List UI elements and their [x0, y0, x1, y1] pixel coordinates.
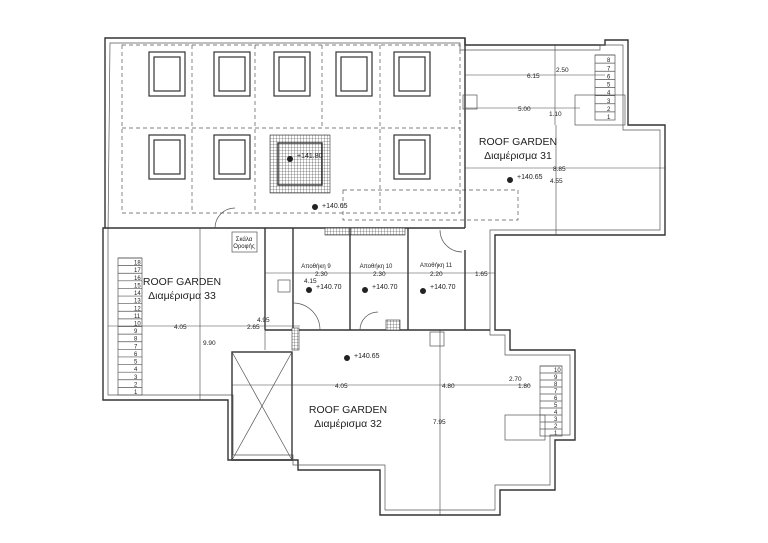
parking-space	[278, 56, 306, 92]
stair-landing	[504, 414, 546, 441]
stair-step-number: 5	[554, 403, 558, 409]
storage-rooms	[214, 94, 490, 351]
parking-space	[218, 56, 246, 92]
stair-step-number: 3	[554, 417, 558, 423]
stair-step-number: 2	[554, 424, 558, 430]
stairs: 1817161514131211109876543211098765432187…	[117, 54, 626, 441]
stair-step-number: 8	[607, 58, 611, 64]
dim: 1.80	[518, 383, 531, 390]
dim: 4.95	[257, 317, 270, 324]
dim: 4.05	[335, 383, 348, 390]
stair-step-number: 6	[134, 352, 138, 358]
stair-core	[269, 134, 331, 194]
stair-step-number: 16	[134, 276, 141, 282]
stair-step-number: 3	[607, 99, 611, 105]
stair-landing	[574, 94, 626, 126]
dim: 4.80	[442, 383, 455, 390]
stair-step-number: 9	[554, 375, 558, 381]
storage-10-label: Αποθήκη 10	[360, 263, 393, 270]
elev-s9: +140.70	[316, 284, 342, 291]
dim: 2.65	[247, 324, 260, 331]
dim: 8.85	[553, 166, 566, 173]
room-32-title: ROOF GARDEN	[309, 404, 387, 416]
elev-r31: +140.65	[517, 174, 543, 181]
stair-step-number: 1	[134, 390, 138, 396]
dim: 4.05	[174, 324, 187, 331]
elev-core: +141.80	[297, 153, 323, 160]
parking-space	[398, 139, 426, 175]
stair-step-number: 8	[554, 382, 558, 388]
stair-step-number: 2	[134, 382, 138, 388]
stair-step-number: 7	[134, 344, 138, 350]
stair-step-number: 1	[607, 115, 611, 121]
dim: 2.20	[430, 271, 443, 278]
roof-stair-label-2: Οροφής	[233, 243, 255, 250]
parking-space	[340, 56, 368, 92]
room-33-title: ROOF GARDEN	[143, 276, 221, 288]
dim: 1.10	[549, 111, 562, 118]
parking-space	[153, 139, 181, 175]
parking-space	[218, 139, 246, 175]
dimension-labels: 2.50 6.15 5.00 1.10 8.85 4.55 2.30 2.30 …	[174, 67, 569, 426]
stair-step-number: 10	[554, 368, 561, 374]
stair-step-number: 18	[134, 261, 141, 267]
stair-step-number: 4	[554, 410, 558, 416]
roof-stair-label-1: Σκάλα	[236, 236, 253, 243]
stair-step-number: 15	[134, 283, 141, 289]
elev-s10: +140.70	[372, 284, 398, 291]
elev-s11: +140.70	[430, 284, 456, 291]
dim: 9.90	[203, 340, 216, 347]
dim: 4.55	[550, 178, 563, 185]
parking-space	[398, 56, 426, 92]
stair-step-number: 9	[134, 329, 138, 335]
room-32-sub: Διαμέρισμα 32	[314, 418, 382, 430]
stair-step-number: 11	[134, 314, 141, 320]
stair-step-number: 6	[607, 74, 611, 80]
dim: 2.70	[509, 376, 522, 383]
dim: 7.95	[433, 419, 446, 426]
storage-11-label: Αποθήκη 11	[420, 262, 453, 269]
dim: 2.30	[373, 271, 386, 278]
stair-step-number: 4	[134, 367, 138, 373]
stair-step-number: 12	[134, 306, 141, 312]
dim: 2.50	[556, 67, 569, 74]
stair-step-number: 4	[607, 91, 611, 97]
stair-step-number: 7	[607, 66, 611, 72]
stair-step-number: 5	[607, 83, 611, 89]
stair-step-number: 8	[134, 337, 138, 343]
room-33-sub: Διαμέρισμα 33	[148, 290, 216, 302]
elev-r32: +140.65	[354, 353, 380, 360]
dim: 6.15	[527, 73, 540, 80]
storage-9-label: Αποθήκη 9	[301, 263, 331, 270]
dim: 5.00	[518, 106, 531, 113]
stair-step-number: 2	[607, 107, 611, 113]
stair-step-number: 5	[134, 360, 138, 366]
dim: 2.30	[315, 271, 328, 278]
stair-step-number: 6	[554, 396, 558, 402]
room-31-title: ROOF GARDEN	[479, 136, 557, 148]
stair-step-number: 3	[134, 375, 138, 381]
stair-step-number: 10	[134, 322, 141, 328]
room-31-sub: Διαμέρισμα 31	[484, 150, 552, 162]
stair-step-number: 7	[554, 389, 558, 395]
building-outline	[102, 37, 666, 516]
parking-space	[153, 56, 181, 92]
stair-step-number: 14	[134, 291, 141, 297]
stair-step-number: 17	[134, 268, 141, 274]
dim: 4.15	[304, 278, 317, 285]
parking-grid	[121, 44, 519, 221]
stair-step-number: 13	[134, 299, 141, 305]
stair-step-number: 1	[554, 431, 558, 437]
elevation-markers: +141.80 +140.65 +140.65 +140.70 +140.70 …	[287, 153, 543, 361]
dim: 1.65	[475, 271, 488, 278]
elev-top: +140.65	[322, 203, 348, 210]
dimension-lines	[108, 45, 665, 515]
